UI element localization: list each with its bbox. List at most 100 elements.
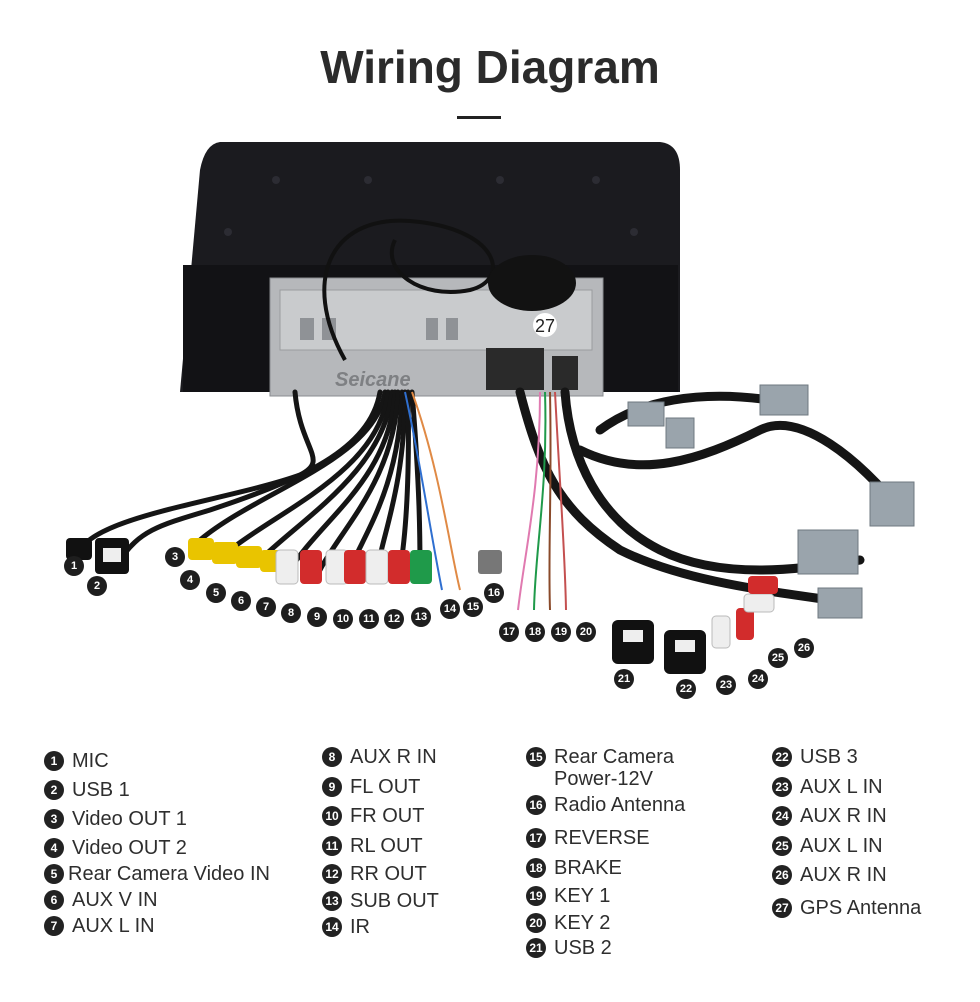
legend-badge: 18 bbox=[526, 858, 546, 878]
callout-23: 23 bbox=[716, 675, 736, 695]
mic-plug bbox=[66, 538, 92, 560]
ir-wire bbox=[411, 391, 461, 591]
legend-item: 17 REVERSE bbox=[526, 827, 650, 849]
legend-label: BRAKE bbox=[554, 857, 622, 879]
callout-12: 12 bbox=[384, 609, 404, 629]
legend-label: FL OUT bbox=[350, 776, 421, 798]
callout-16: 16 bbox=[484, 583, 504, 603]
callout-21: 21 bbox=[614, 669, 634, 689]
legend-badge: 13 bbox=[322, 891, 342, 911]
legend-item: 3 Video OUT 1 bbox=[44, 808, 187, 830]
legend-item: 27 GPS Antenna bbox=[772, 897, 921, 919]
legend-badge: 19 bbox=[526, 886, 546, 906]
callout-25: 25 bbox=[768, 648, 788, 668]
watermark: Seicane bbox=[335, 369, 411, 391]
legend-label: IR bbox=[350, 916, 370, 938]
legend-label: AUX R IN bbox=[800, 805, 887, 827]
legend-badge: 21 bbox=[526, 938, 546, 958]
legend-label: MIC bbox=[72, 750, 109, 772]
legend-item: 24 AUX R IN bbox=[772, 805, 887, 827]
legend-badge: 11 bbox=[322, 836, 342, 856]
page-title: Wiring Diagram bbox=[320, 41, 660, 93]
legend-label: REVERSE bbox=[554, 827, 650, 849]
gps-cable bbox=[322, 218, 495, 361]
legend-badge: 24 bbox=[772, 806, 792, 826]
radio-antenna-plug bbox=[478, 550, 502, 574]
rca-right-plugs bbox=[711, 576, 778, 649]
rca-audio-plugs bbox=[275, 549, 432, 585]
legend-badge: 12 bbox=[322, 864, 342, 884]
legend-badge: 27 bbox=[772, 898, 792, 918]
power-wire bbox=[404, 391, 443, 591]
legend-item: 21 USB 2 bbox=[526, 937, 612, 959]
callout-13: 13 bbox=[411, 607, 431, 627]
legend-label: AUX V IN bbox=[72, 889, 158, 911]
legend-item: 19 KEY 1 bbox=[526, 885, 610, 907]
legend-label: AUX L IN bbox=[72, 915, 155, 937]
callout-22: 22 bbox=[676, 679, 696, 699]
callout-4: 4 bbox=[180, 570, 200, 590]
callout-24: 24 bbox=[748, 669, 768, 689]
legend-label: Rear Camera Video IN bbox=[68, 863, 270, 885]
legend-badge: 9 bbox=[322, 777, 342, 797]
legend-label: SUB OUT bbox=[350, 890, 439, 912]
legend-item: 18 BRAKE bbox=[526, 857, 622, 879]
callout-18: 18 bbox=[525, 622, 545, 642]
callout-2: 2 bbox=[87, 576, 107, 596]
legend-label: USB 2 bbox=[554, 937, 612, 959]
legend-badge: 3 bbox=[44, 809, 64, 829]
legend-badge: 26 bbox=[772, 865, 792, 885]
callout-7: 7 bbox=[256, 597, 276, 617]
callout-9: 9 bbox=[307, 607, 327, 627]
legend-item: 13 SUB OUT bbox=[322, 890, 439, 912]
legend-label: GPS Antenna bbox=[800, 897, 922, 919]
legend-label: KEY 2 bbox=[554, 912, 611, 934]
legend-item: 12 RR OUT bbox=[322, 863, 427, 885]
legend-label: KEY 1 bbox=[554, 885, 611, 907]
legend-badge: 6 bbox=[44, 890, 64, 910]
legend-badge: 20 bbox=[526, 913, 546, 933]
usb-plugs-right bbox=[612, 620, 706, 674]
callout-6: 6 bbox=[231, 591, 251, 611]
legend-badge: 17 bbox=[526, 828, 546, 848]
legend-label: Rear Camera Power-12V bbox=[554, 746, 675, 790]
gps-antenna-puck bbox=[488, 255, 576, 311]
legend-badge: 23 bbox=[772, 777, 792, 797]
aux-connector bbox=[552, 356, 578, 390]
legend-badge: 16 bbox=[526, 795, 546, 815]
callout-3: 3 bbox=[165, 547, 185, 567]
legend-item: 6 AUX V IN bbox=[44, 889, 158, 911]
legend-badge: 2 bbox=[44, 780, 64, 800]
callout-27: 27 bbox=[535, 316, 555, 336]
legend-item: 2 USB 1 bbox=[44, 779, 130, 801]
callout-10: 10 bbox=[333, 609, 353, 629]
legend-item: 9 FL OUT bbox=[322, 776, 420, 798]
legend-label: AUX L IN bbox=[800, 835, 883, 857]
callout-27-bg bbox=[533, 313, 557, 337]
legend-item: 1 MIC bbox=[44, 750, 109, 772]
callout-17: 17 bbox=[499, 622, 519, 642]
legend-item: 7 AUX L IN bbox=[44, 915, 155, 937]
legend-label: Video OUT 1 bbox=[72, 808, 187, 830]
legend-label: FR OUT bbox=[350, 805, 425, 827]
legend-badge: 1 bbox=[44, 751, 64, 771]
legend-label: USB 1 bbox=[72, 779, 130, 801]
legend-badge: 7 bbox=[44, 916, 64, 936]
legend-badge: 8 bbox=[322, 747, 342, 767]
legend-label: Radio Antenna bbox=[554, 794, 686, 816]
legend-label: RR OUT bbox=[350, 863, 427, 885]
main-connector bbox=[486, 348, 544, 390]
legend-badge: 4 bbox=[44, 838, 64, 858]
callout-26: 26 bbox=[794, 638, 814, 658]
